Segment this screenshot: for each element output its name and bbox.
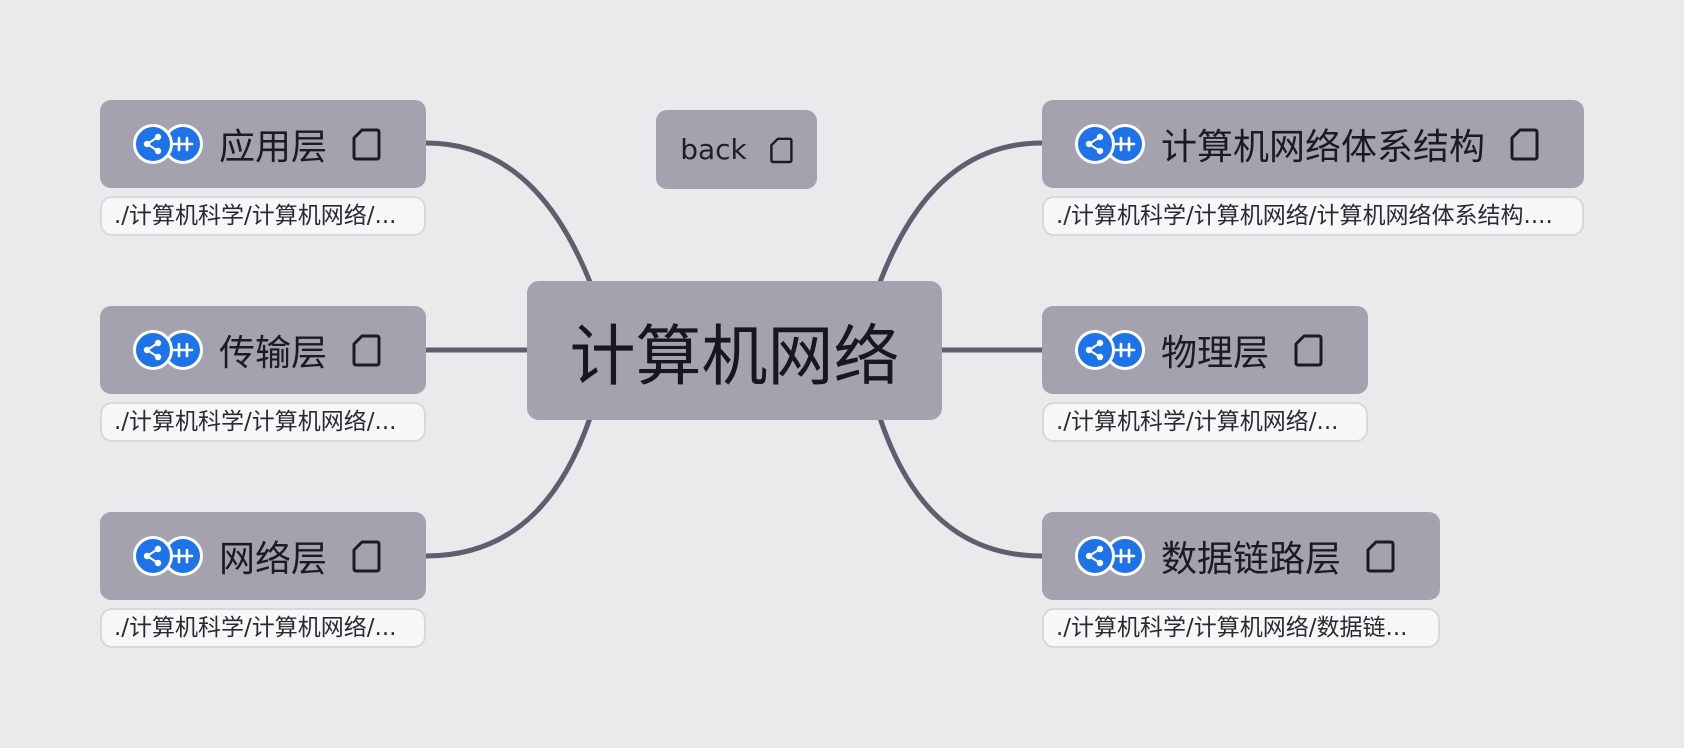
topic-badges [133,536,203,576]
topic-path-app[interactable]: ./计算机科学/计算机网络/... [100,196,426,236]
share-icon[interactable] [1075,124,1115,164]
connector-datalink [877,415,1045,559]
share-icon[interactable] [133,330,173,370]
back-label: back [680,133,747,166]
topic-transport[interactable]: 传输层 [100,306,426,394]
topic-path-physical[interactable]: ./计算机科学/计算机网络/... [1042,402,1368,442]
topic-app[interactable]: 应用层 [100,100,426,188]
share-icon[interactable] [1075,330,1115,370]
topic-arch[interactable]: 计算机网络体系结构 [1042,100,1584,188]
share-icon[interactable] [1075,536,1115,576]
topic-badges [1075,330,1145,370]
topic-label: 计算机网络体系结构 [1161,127,1486,168]
central-topic-label: 计算机网络 [569,317,900,395]
note-icon[interactable] [351,333,381,367]
topic-badges [133,330,203,370]
central-topic[interactable]: 计算机网络 [527,281,942,420]
topic-network[interactable]: 网络层 [100,512,426,600]
topic-path-arch[interactable]: ./计算机科学/计算机网络/计算机网络体系结构.... [1042,196,1584,236]
note-icon[interactable] [1509,127,1539,161]
topic-path-transport[interactable]: ./计算机科学/计算机网络/... [100,402,426,442]
topic-path-datalink[interactable]: ./计算机科学/计算机网络/数据链... [1042,608,1440,648]
note-icon[interactable] [351,539,381,573]
topic-badges [1075,536,1145,576]
connector-arch [877,140,1045,285]
note-icon[interactable] [769,136,793,164]
connector-app [423,140,593,285]
topic-badges [1075,124,1145,164]
note-icon[interactable] [1365,539,1395,573]
note-icon[interactable] [1293,333,1323,367]
share-icon[interactable] [133,124,173,164]
topic-physical[interactable]: 物理层 [1042,306,1368,394]
link-icon[interactable] [163,330,203,370]
back-button[interactable]: back [656,110,817,189]
topic-label: 数据链路层 [1161,539,1342,580]
topic-label: 应用层 [219,127,328,168]
topic-label: 物理层 [1161,333,1270,374]
link-icon[interactable] [163,124,203,164]
topic-datalink[interactable]: 数据链路层 [1042,512,1440,600]
topic-badges [133,124,203,164]
link-icon[interactable] [163,536,203,576]
connector-network [423,415,593,559]
topic-label: 网络层 [219,539,328,580]
topic-path-network[interactable]: ./计算机科学/计算机网络/... [100,608,426,648]
topic-label: 传输层 [219,333,328,374]
share-icon[interactable] [133,536,173,576]
note-icon[interactable] [351,127,381,161]
